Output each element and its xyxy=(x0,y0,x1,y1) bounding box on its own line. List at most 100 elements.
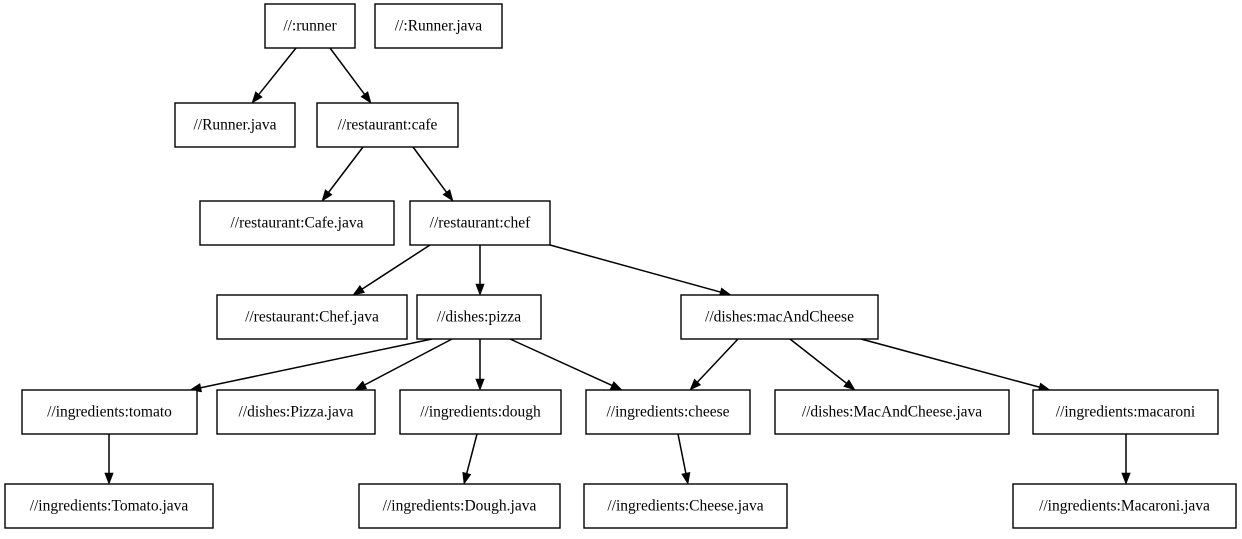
graph-node-runner_java[interactable]: //Runner.java xyxy=(174,102,296,148)
node-label: //ingredients:Cheese.java xyxy=(607,498,763,515)
edge-line xyxy=(696,338,739,383)
node-label: //dishes:macAndCheese xyxy=(705,309,854,326)
node-label: //restaurant:cafe xyxy=(338,117,438,134)
edge-line xyxy=(860,338,1040,388)
edge-line xyxy=(549,244,721,293)
node-box[interactable] xyxy=(264,3,356,49)
arrowhead-icon xyxy=(251,91,263,104)
edge-ing_cheese-to-ing_cheese_java xyxy=(677,433,691,485)
graph-node-ing_cheese_java[interactable]: //ingredients:Cheese.java xyxy=(583,483,788,529)
graph-node-ing_macaroni[interactable]: //ingredients:macaroni xyxy=(1032,389,1219,435)
node-box[interactable] xyxy=(4,483,214,529)
node-box[interactable] xyxy=(358,483,561,529)
node-label: //Runner.java xyxy=(193,117,276,134)
graph-node-runner_java_root[interactable]: //:Runner.java xyxy=(374,3,503,49)
node-box[interactable] xyxy=(316,102,459,148)
graph-node-ing_dough_java[interactable]: //ingredients:Dough.java xyxy=(358,483,561,529)
graph-node-ing_tomato[interactable]: //ingredients:tomato xyxy=(21,389,198,435)
graph-node-dishes_pizza[interactable]: //dishes:pizza xyxy=(416,294,542,340)
edge-dishes_macandcheese-to-ing_macaroni xyxy=(860,338,1051,392)
node-label: //ingredients:tomato xyxy=(47,404,172,421)
edge-runner-to-runner_java xyxy=(251,47,297,104)
nodes-layer: //:runner //:Runner.java //Runner.java //re… xyxy=(4,3,1237,529)
edge-dishes_pizza-to-dishes_pizza_java xyxy=(354,338,453,391)
arrowhead-icon xyxy=(475,378,485,391)
edge-line xyxy=(466,433,478,474)
node-box[interactable] xyxy=(174,102,296,148)
edge-restaurant_cafe-to-restaurant_chef xyxy=(412,146,454,202)
graph-node-ing_macaroni_java[interactable]: //ingredients:Macaroni.java xyxy=(1012,483,1237,529)
node-label: //restaurant:Cafe.java xyxy=(231,215,364,232)
edge-restaurant_cafe-to-restaurant_cafe_java xyxy=(321,146,364,202)
edge-line xyxy=(789,338,847,384)
graph-node-restaurant_chef[interactable]: //restaurant:chef xyxy=(409,200,551,246)
edge-restaurant_chef-to-dishes_pizza xyxy=(475,245,485,296)
node-box[interactable] xyxy=(1012,483,1237,529)
node-box[interactable] xyxy=(216,389,376,435)
node-label: //:runner xyxy=(283,18,337,35)
edge-restaurant_chef-to-restaurant_chef_java xyxy=(352,244,431,296)
node-label: //dishes:MacAndCheese.java xyxy=(802,404,982,421)
graph-node-ing_tomato_java[interactable]: //ingredients:Tomato.java xyxy=(4,483,214,529)
node-box[interactable] xyxy=(585,389,751,435)
arrowhead-icon xyxy=(462,471,472,485)
arrowhead-icon xyxy=(681,472,691,485)
edge-line xyxy=(361,244,431,290)
arrowhead-icon xyxy=(360,91,372,104)
arrowhead-icon xyxy=(689,378,702,391)
node-label: //ingredients:macaroni xyxy=(1056,404,1196,421)
edge-line xyxy=(329,47,366,95)
edge-restaurant_chef-to-dishes_macandcheese xyxy=(549,244,732,297)
node-box[interactable] xyxy=(1032,389,1219,435)
edge-line xyxy=(364,338,453,386)
edge-dishes_pizza-to-ing_cheese xyxy=(509,338,623,391)
node-box[interactable] xyxy=(21,389,198,435)
edge-dishes_macandcheese-to-ing_cheese xyxy=(689,338,739,391)
node-box[interactable] xyxy=(374,3,503,49)
node-label: //dishes:pizza xyxy=(437,309,521,326)
graph-node-dishes_pizza_java[interactable]: //dishes:Pizza.java xyxy=(216,389,376,435)
edge-line xyxy=(509,338,613,387)
edge-dishes_pizza-to-ing_dough xyxy=(475,339,485,391)
node-label: //restaurant:chef xyxy=(430,215,532,232)
arrowhead-icon xyxy=(321,189,333,202)
edge-ing_dough-to-ing_dough_java xyxy=(462,433,478,485)
graph-node-dishes_mac_java[interactable]: //dishes:MacAndCheese.java xyxy=(774,389,1010,435)
node-box[interactable] xyxy=(583,483,788,529)
node-label: //:Runner.java xyxy=(395,18,483,35)
graph-node-ing_cheese[interactable]: //ingredients:cheese xyxy=(585,389,751,435)
arrowhead-icon xyxy=(354,380,368,391)
graph-node-restaurant_cafe[interactable]: //restaurant:cafe xyxy=(316,102,459,148)
edge-dishes_pizza-to-ing_tomato xyxy=(189,338,433,393)
node-label: //dishes:Pizza.java xyxy=(239,404,354,421)
graph-node-restaurant_cafe_java[interactable]: //restaurant:Cafe.java xyxy=(199,200,395,246)
arrowhead-icon xyxy=(475,283,485,296)
node-label: //ingredients:cheese xyxy=(606,404,729,421)
edge-line xyxy=(200,338,433,389)
node-box[interactable] xyxy=(409,200,551,246)
arrowhead-icon xyxy=(442,189,454,202)
edge-dishes_macandcheese-to-dishes_mac_java xyxy=(789,338,856,391)
edge-line xyxy=(258,47,297,95)
graph-node-ing_dough[interactable]: //ingredients:dough xyxy=(399,389,562,435)
graph-node-dishes_macandcheese[interactable]: //dishes:macAndCheese xyxy=(680,294,879,340)
node-label: //ingredients:dough xyxy=(420,404,541,421)
arrowhead-icon xyxy=(1121,472,1131,485)
node-box[interactable] xyxy=(216,294,408,340)
arrowhead-icon xyxy=(352,284,366,296)
node-box[interactable] xyxy=(774,389,1010,435)
node-box[interactable] xyxy=(416,294,542,340)
arrowhead-icon xyxy=(843,379,856,391)
arrowhead-icon xyxy=(609,381,623,391)
graph-node-runner[interactable]: //:runner xyxy=(264,3,356,49)
graph-node-restaurant_chef_java[interactable]: //restaurant:Chef.java xyxy=(216,294,408,340)
node-box[interactable] xyxy=(399,389,562,435)
node-box[interactable] xyxy=(680,294,879,340)
node-label: //ingredients:Dough.java xyxy=(383,498,537,515)
edge-line xyxy=(412,146,448,193)
edge-ing_macaroni-to-ing_macaroni_java xyxy=(1121,434,1131,485)
edge-ing_tomato-to-ing_tomato_java xyxy=(104,434,114,485)
node-box[interactable] xyxy=(199,200,395,246)
